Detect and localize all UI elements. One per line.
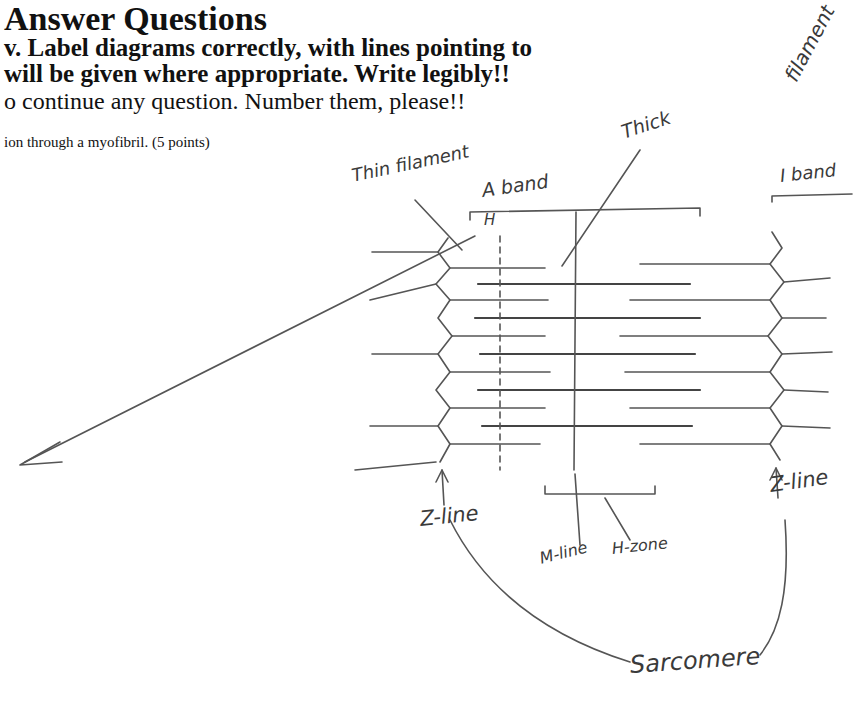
handwritten-label: Sarcomere <box>629 643 761 678</box>
leader-line <box>25 236 475 462</box>
leader-line <box>562 150 640 266</box>
page-heading: Answer Questions <box>4 0 267 37</box>
handwritten-label: H-zone <box>611 534 669 557</box>
handwritten-label: Thin filament <box>350 141 471 185</box>
a-band-bracket <box>470 208 700 220</box>
leader-line <box>415 200 462 250</box>
instruction-line: o continue any question. Number them, pl… <box>4 88 465 114</box>
thick-filaments <box>475 284 700 426</box>
dashed-line <box>499 236 501 470</box>
handwritten-label: Z-line <box>419 502 480 531</box>
arrow-head <box>436 470 448 482</box>
sarcomere-brace <box>760 520 786 655</box>
z-line-zigzag <box>436 238 452 462</box>
handwritten-label: Thick <box>619 107 673 142</box>
handwritten-label: M-line <box>538 539 589 568</box>
thin-filaments <box>355 252 832 470</box>
instruction-line: v. Label diagrams correctly, with lines … <box>4 34 532 62</box>
arrow-head <box>20 442 62 465</box>
handwritten-label: H <box>484 212 495 229</box>
question-text: ion through a myofibril. (5 points) <box>4 134 210 151</box>
instruction-line: will be given where appropriate. Write l… <box>4 60 510 88</box>
handwritten-label: I band <box>779 160 837 186</box>
i-band-bracket <box>772 194 852 202</box>
sarcomere-brace <box>450 520 630 662</box>
leader-line <box>442 470 444 505</box>
h-zone-bracket <box>545 486 655 494</box>
leader-line <box>575 474 580 545</box>
leader-line <box>605 498 630 540</box>
handwritten-label: A band <box>481 171 550 201</box>
m-line <box>574 212 576 470</box>
handwritten-label: filament <box>780 2 838 86</box>
